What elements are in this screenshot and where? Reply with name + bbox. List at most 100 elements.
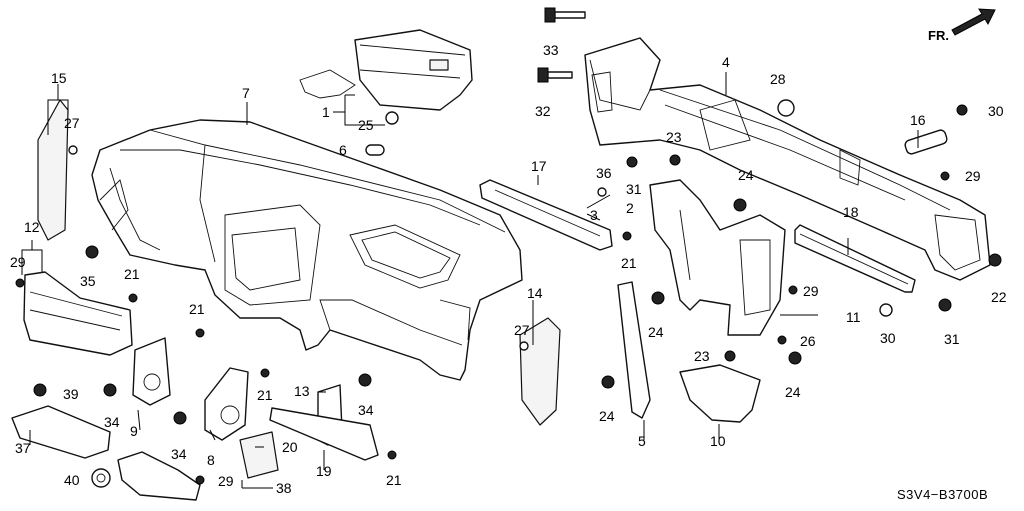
- bolt-32-icon: [537, 67, 549, 83]
- steering-hanger-beam: [584, 37, 991, 281]
- bolt-34b-icon: [173, 411, 187, 425]
- right-lower-bracket: [794, 224, 916, 293]
- item-19-stay: [269, 407, 379, 461]
- clip-23a-icon: [669, 154, 681, 166]
- label-24a: 24: [738, 167, 754, 183]
- label-21e: 21: [386, 472, 402, 488]
- clip-26-icon: [777, 335, 787, 345]
- item-37-bracket: [11, 405, 111, 459]
- label-34a: 34: [104, 414, 120, 430]
- part-labels: 33 32 4 28 30 1 6 29 18 22 30 31 11 29 26…: [10, 42, 1007, 496]
- label-10: 10: [710, 433, 726, 449]
- label-34c: 34: [358, 402, 374, 418]
- item-16-tube: [904, 129, 948, 155]
- bolt-31b-icon: [626, 156, 638, 168]
- clip-21d-icon: [260, 368, 270, 378]
- right-side-vent: [519, 317, 561, 426]
- label-35: 35: [80, 273, 96, 289]
- label-37: 37: [15, 440, 31, 456]
- label-5: 5: [638, 433, 646, 449]
- leader-lines: [21, 72, 919, 489]
- label-20: 20: [282, 439, 298, 455]
- label-30b: 30: [880, 330, 896, 346]
- clip-29a-icon: [940, 171, 950, 181]
- label-18: 18: [843, 204, 859, 220]
- front-arrow-icon: [951, 8, 996, 36]
- bolt-24a-icon: [733, 198, 747, 212]
- label-32: 32: [535, 103, 551, 119]
- bolt-35-icon: [85, 245, 99, 259]
- front-direction-indicator: FR.: [928, 8, 996, 43]
- clip-36-icon: [597, 187, 607, 197]
- label-21d: 21: [257, 387, 273, 403]
- label-23b: 23: [694, 348, 710, 364]
- label-4: 4: [722, 54, 730, 70]
- label-21c: 21: [189, 301, 205, 317]
- label-38: 38: [276, 480, 292, 496]
- label-39: 39: [63, 386, 79, 402]
- vertical-stay: [617, 281, 651, 419]
- label-9: 9: [130, 423, 138, 439]
- clip-21c-icon: [195, 328, 205, 338]
- label-36: 36: [596, 165, 612, 181]
- bolt-24b-icon: [651, 291, 665, 305]
- nut-25-icon: [385, 111, 399, 125]
- label-7: 7: [242, 85, 250, 101]
- clip-27b-icon: [519, 341, 529, 351]
- label-24b: 24: [648, 324, 664, 340]
- bolt-31a-icon: [938, 298, 952, 312]
- clip-29d-icon: [195, 475, 205, 485]
- label-1: 1: [322, 104, 330, 120]
- label-31a: 31: [944, 331, 960, 347]
- bolt-22-icon: [988, 253, 1002, 267]
- label-29a: 29: [965, 168, 981, 184]
- fasteners: [15, 7, 1002, 488]
- bolt-39-icon: [33, 383, 47, 397]
- label-29b: 29: [803, 283, 819, 299]
- clip-21a-icon: [622, 231, 632, 241]
- label-27a: 27: [64, 115, 80, 131]
- label-19: 19: [316, 463, 332, 479]
- diagram-code: S3V4−B3700B: [897, 487, 988, 502]
- clip-29c-icon: [15, 278, 25, 288]
- grommet-40-icon: [91, 468, 111, 488]
- bolt-30a-icon: [956, 104, 968, 116]
- item-9-bracket: [132, 337, 171, 406]
- item-20-pad: [239, 431, 279, 479]
- lower-center-bracket: [679, 364, 761, 423]
- label-13: 13: [294, 383, 310, 399]
- label-24c: 24: [599, 408, 615, 424]
- label-30a: 30: [988, 103, 1004, 119]
- bolt-34c-icon: [358, 373, 372, 387]
- label-22: 22: [991, 289, 1007, 305]
- label-11: 11: [846, 309, 861, 325]
- clip-21e-icon: [387, 450, 397, 460]
- label-17: 17: [531, 158, 547, 174]
- left-lower-bracket: [23, 271, 133, 356]
- bolt-34a-icon: [103, 383, 117, 397]
- clip-27a-icon: [68, 145, 78, 155]
- label-24d: 24: [785, 384, 801, 400]
- center-stay-bracket: [649, 179, 786, 336]
- bolt-24d-icon: [788, 351, 802, 365]
- label-21a: 21: [621, 255, 637, 271]
- label-27b: 27: [514, 322, 530, 338]
- item-8-bracket: [204, 367, 249, 441]
- passenger-airbag: [299, 29, 473, 111]
- label-8: 8: [207, 452, 215, 468]
- bolt-32-shaft-icon: [547, 71, 573, 79]
- nut-28-icon: [777, 99, 795, 117]
- label-33: 33: [543, 42, 559, 58]
- label-12: 12: [24, 219, 40, 235]
- label-21b: 21: [124, 266, 140, 282]
- label-15: 15: [51, 70, 67, 86]
- label-26: 26: [800, 333, 816, 349]
- label-29c: 29: [10, 254, 26, 270]
- label-28: 28: [770, 71, 786, 87]
- item-38-bracket: [117, 451, 201, 501]
- label-6: 6: [339, 142, 347, 158]
- bolt-33-shaft-icon: [554, 11, 586, 19]
- label-14: 14: [527, 285, 543, 301]
- bolt-30b-icon: [879, 303, 893, 317]
